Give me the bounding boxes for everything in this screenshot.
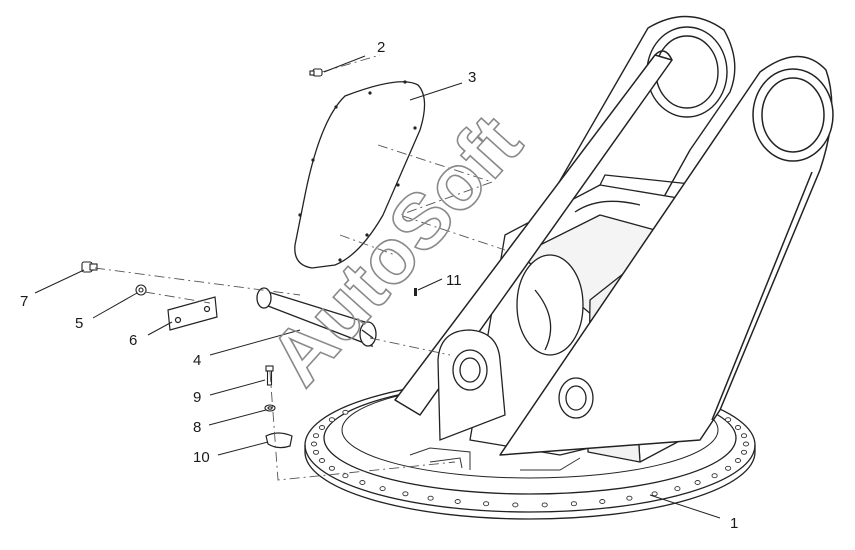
bolt-hole	[310, 441, 318, 447]
bolt-hole	[734, 458, 742, 463]
washer-part-5	[135, 284, 147, 296]
bolt-hole	[674, 486, 681, 492]
callout-10: 10	[193, 449, 210, 466]
callout-8: 8	[193, 419, 201, 436]
bolt-hole	[483, 501, 490, 507]
bolt-hole	[312, 449, 320, 455]
callout-9: 9	[193, 389, 201, 406]
bolt-hole	[379, 486, 386, 492]
bolt-hole	[318, 425, 326, 430]
callout-5: 5	[75, 315, 83, 332]
callout-2: 2	[377, 39, 385, 56]
bolt-hole	[599, 499, 606, 504]
bolt-hole	[342, 409, 349, 415]
bolt-hole	[342, 473, 349, 479]
pin-part-4	[256, 287, 377, 348]
bolt-part-7	[81, 261, 98, 273]
bolt-hole	[570, 501, 577, 507]
retainer-plate-part-6	[167, 296, 218, 331]
assembly-lines	[94, 54, 506, 481]
bolt-part-2	[309, 68, 323, 77]
bolt-hole	[626, 495, 633, 501]
shim-part-10	[265, 432, 293, 449]
left-arm	[394, 50, 673, 416]
cover-plate	[294, 80, 426, 269]
callout-7: 7	[20, 293, 28, 310]
bolt-hole	[734, 425, 742, 430]
floor-plate	[409, 447, 581, 471]
callout-4: 4	[193, 352, 201, 369]
bolt-hole	[359, 480, 366, 485]
bolt-hole	[318, 458, 326, 463]
callout-3: 3	[468, 69, 476, 86]
bolt-hole	[740, 433, 748, 439]
bolt-hole	[651, 491, 658, 497]
bolt-hole	[312, 433, 320, 439]
leader-lines	[34, 55, 721, 519]
bolt-hole	[402, 491, 409, 497]
screw-part-11	[414, 288, 417, 296]
callout-labels: 1 2 3 4 5 6 7 8 9 10 11	[20, 39, 738, 532]
bolt-hole	[541, 502, 548, 508]
washer-part-8	[264, 404, 276, 412]
bolt-hole	[427, 495, 434, 501]
callout-11: 11	[446, 272, 462, 289]
bolt-hole	[725, 465, 732, 471]
bolt-hole	[694, 480, 701, 485]
front-arm	[499, 55, 834, 456]
bolt-hole	[512, 502, 519, 508]
bolt-hole	[740, 449, 748, 455]
bolt-hole	[711, 473, 718, 479]
bolt-part-9	[265, 365, 274, 386]
bolt-hole	[328, 417, 335, 423]
bolt-hole	[742, 441, 750, 447]
mounting-lug	[437, 329, 594, 441]
bolt-hole	[454, 499, 461, 504]
bolt-hole	[725, 417, 732, 423]
callout-6: 6	[129, 332, 137, 349]
callout-1: 1	[730, 515, 738, 532]
bolt-hole	[328, 465, 335, 471]
